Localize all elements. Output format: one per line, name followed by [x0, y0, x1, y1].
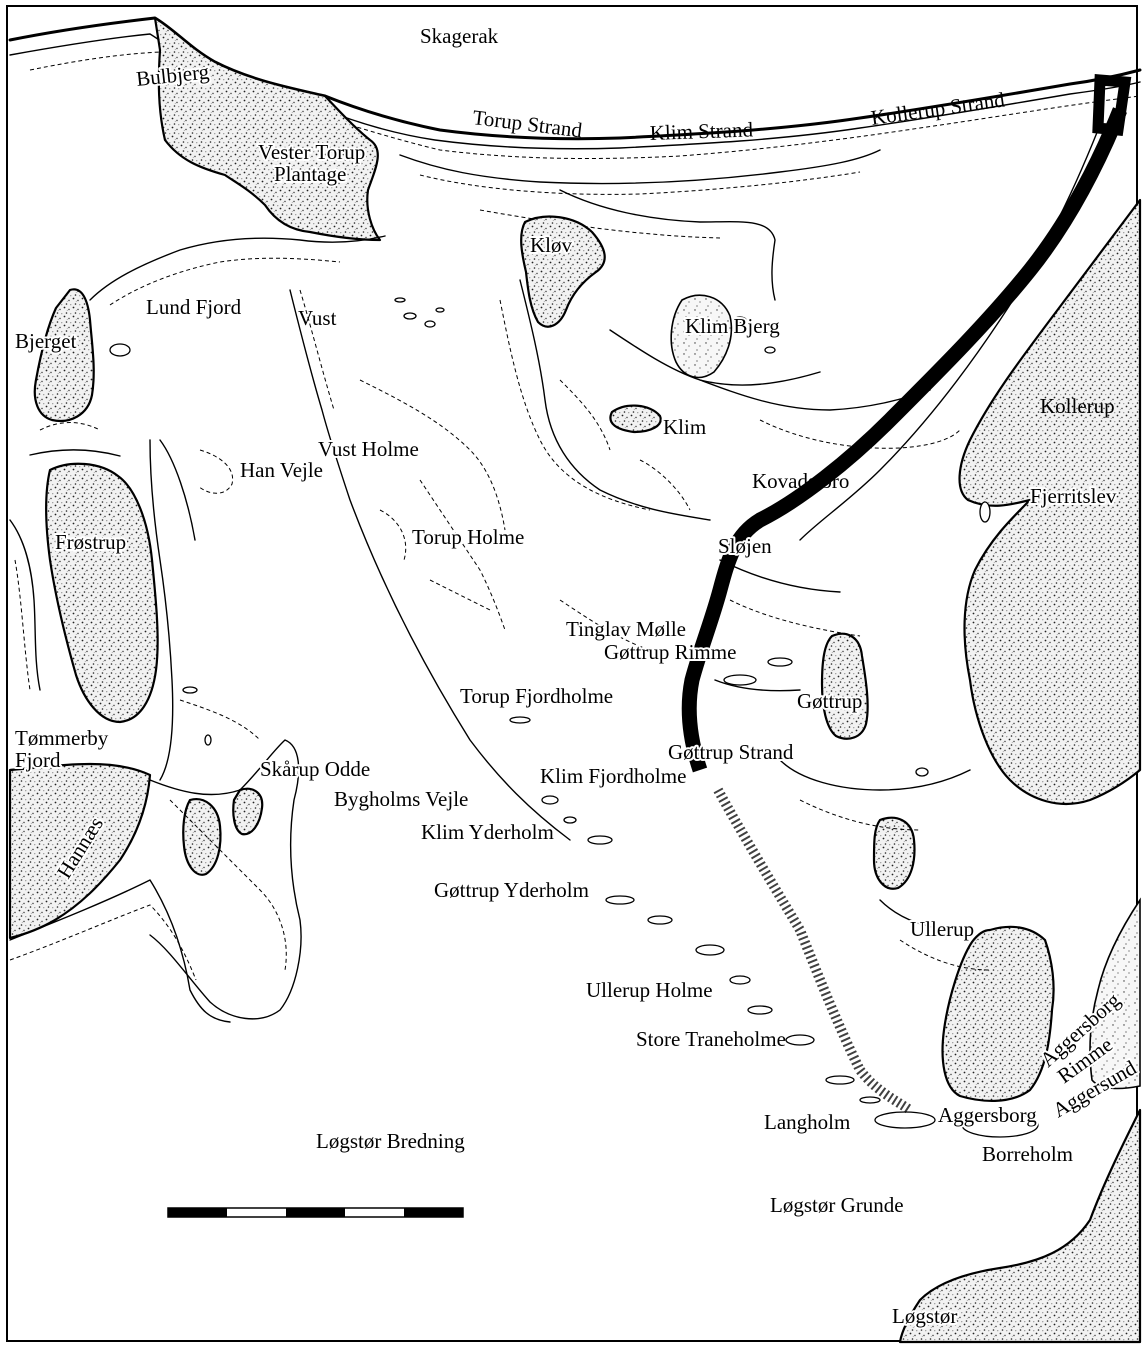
central-marsh — [499, 279, 991, 971]
label-gottrup-rimme: Gøttrup Rimme — [604, 640, 736, 664]
label-kovads-bro: Kovads bro — [752, 469, 849, 493]
label-vust-holme: Vust Holme — [318, 437, 419, 461]
label-vust: Vust — [298, 306, 337, 330]
map-frame — [6, 5, 1138, 1342]
label-gottrup: Gøttrup — [797, 689, 862, 713]
west-fjord-shores — [9, 235, 571, 841]
label-aggersborg: Aggersborg — [938, 1103, 1037, 1127]
label-ullerup-holme: Ullerup Holme — [586, 978, 713, 1002]
label-klim-yderholm: Klim Yderholm — [421, 820, 554, 844]
label-tinglav-molle: Tinglav Mølle — [566, 617, 686, 641]
klim-upland — [609, 404, 662, 434]
label-klov: Kløv — [530, 233, 573, 257]
bjerget-upland — [33, 288, 95, 422]
label-klim-fjordholme: Klim Fjordholme — [540, 764, 686, 788]
frostrup-upland — [45, 462, 159, 724]
label-logstor: Løgstør — [892, 1304, 957, 1328]
label-vester-torup-line1: Vester Torup — [258, 140, 365, 164]
label-vester-torup-line2: Plantage — [274, 162, 346, 186]
klim-bjerg-upland — [670, 294, 733, 379]
klov-upland — [520, 215, 606, 328]
ullerup-aggersborg-upland — [941, 925, 1055, 1103]
vester-torup-plantage-upland — [153, 16, 382, 242]
label-bygholms-vejle: Bygholms Vejle — [334, 787, 468, 811]
ullerup-islet — [872, 816, 916, 890]
interior-contours — [179, 379, 691, 741]
label-frostrup: Frøstrup — [55, 530, 126, 554]
label-skarup-odde: Skårup Odde — [260, 757, 370, 781]
label-langholm: Langholm — [764, 1110, 850, 1134]
label-torup-holme: Torup Holme — [412, 525, 524, 549]
scale-bar-segment — [168, 1208, 227, 1217]
label-skagerak: Skagerak — [420, 24, 499, 48]
label-klim: Klim — [663, 415, 706, 439]
label-ullerup: Ullerup — [910, 917, 974, 941]
label-kollerup: Kollerup — [1040, 394, 1115, 418]
label-klim-strand: Klim Strand — [649, 117, 754, 145]
rimme-ridges — [681, 74, 1132, 1115]
gottrup-upland — [820, 632, 869, 740]
skarup-odde-peninsula — [149, 739, 302, 1020]
scale-bar — [167, 1207, 464, 1218]
logstor-upland — [898, 1108, 1142, 1344]
label-bjerget: Bjerget — [15, 329, 77, 353]
label-logstor-grunde: Løgstør Grunde — [770, 1193, 904, 1217]
scale-bar-segment — [404, 1208, 463, 1217]
label-klim-bjerg: Klim Bjerg — [685, 314, 780, 338]
label-lund-fjord: Lund Fjord — [146, 295, 242, 319]
southwest-shore — [9, 879, 231, 1023]
label-slojen: Sløjen — [718, 534, 772, 558]
east-shore-upland — [1089, 897, 1141, 1090]
scale-bar-segment — [286, 1208, 345, 1217]
label-gottrup-yderholm: Gøttrup Yderholm — [434, 878, 589, 902]
label-torup-fjordholme: Torup Fjordholme — [460, 684, 613, 708]
label-gottrup-strand: Gøttrup Strand — [668, 740, 794, 764]
label-tommerby-line1: Tømmerby — [15, 726, 109, 750]
label-store-traneholme: Store Traneholme — [636, 1027, 786, 1051]
label-fjerritslev: Fjerritslev — [1030, 484, 1117, 508]
hannaes-upland — [8, 762, 152, 940]
label-han-vejle: Han Vejle — [240, 458, 323, 482]
kollerup-fjerritslev-upland — [958, 198, 1142, 805]
label-borreholm: Borreholm — [982, 1142, 1073, 1166]
islets — [109, 297, 1039, 1138]
label-tommerby-line2: Fjord — [15, 748, 61, 772]
label-logstor-bredning: Løgstør Bredning — [316, 1129, 465, 1153]
